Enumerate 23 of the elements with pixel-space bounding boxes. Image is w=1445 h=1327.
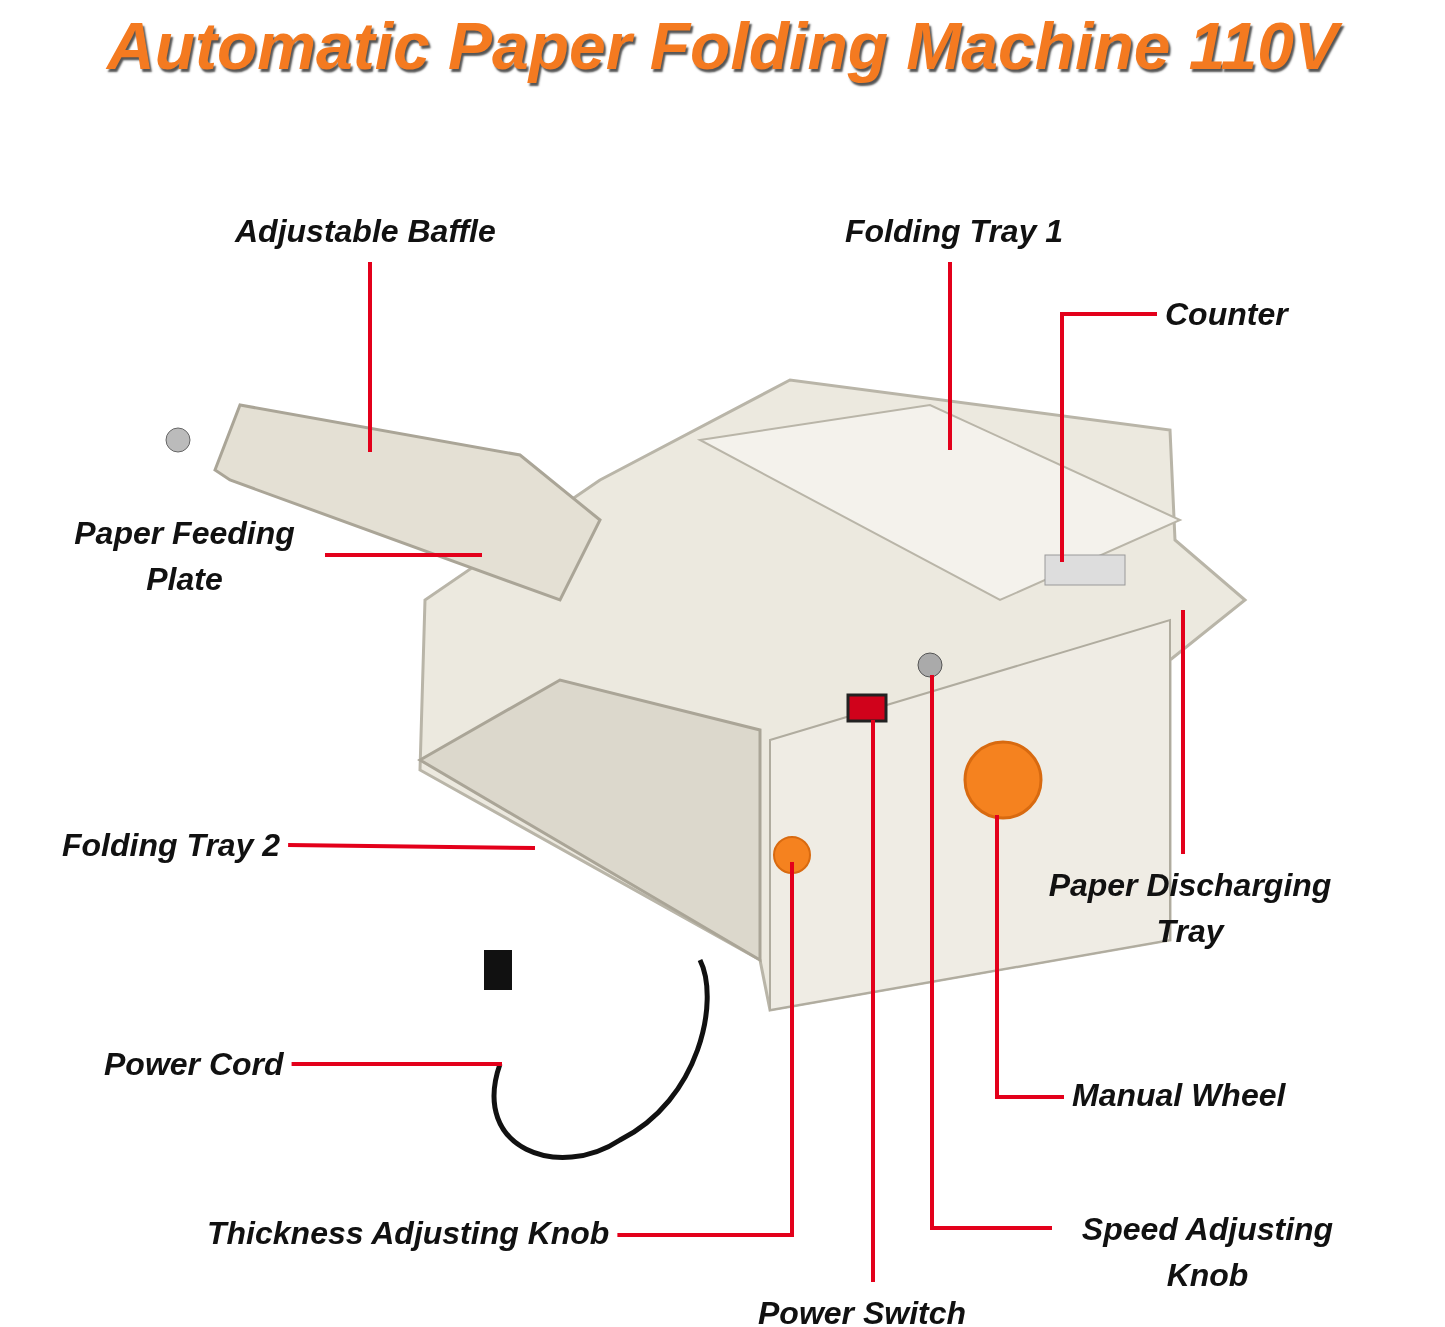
leader-line — [948, 262, 952, 450]
leader-line — [1060, 312, 1157, 562]
leader-line — [368, 262, 372, 452]
leader-line — [995, 815, 1064, 1099]
callout-label: Adjustable Baffle — [235, 208, 496, 254]
title: Automatic Paper Folding Machine 110V — [0, 8, 1445, 84]
leader-line — [930, 675, 1052, 1230]
callout-label: Paper Discharging Tray — [1030, 862, 1350, 954]
leader-line — [288, 843, 536, 850]
callout-label: Folding Tray 1 — [845, 208, 1064, 254]
callout-label: Counter — [1165, 291, 1288, 337]
callout-label: Folding Tray 2 — [62, 822, 281, 868]
callout-label: Paper Feeding Plate — [52, 510, 317, 602]
callout-label: Speed Adjusting Knob — [1060, 1206, 1355, 1298]
leader-line — [1181, 610, 1185, 854]
leader-line — [871, 720, 875, 1282]
callout-label: Power Cord — [104, 1041, 284, 1087]
callout-label: Power Switch — [758, 1290, 967, 1327]
leader-line — [291, 1062, 502, 1066]
leader-line — [617, 862, 794, 1237]
callout-label: Manual Wheel — [1072, 1072, 1286, 1118]
leader-line — [325, 553, 482, 557]
callout-label: Thickness Adjusting Knob — [207, 1210, 610, 1256]
